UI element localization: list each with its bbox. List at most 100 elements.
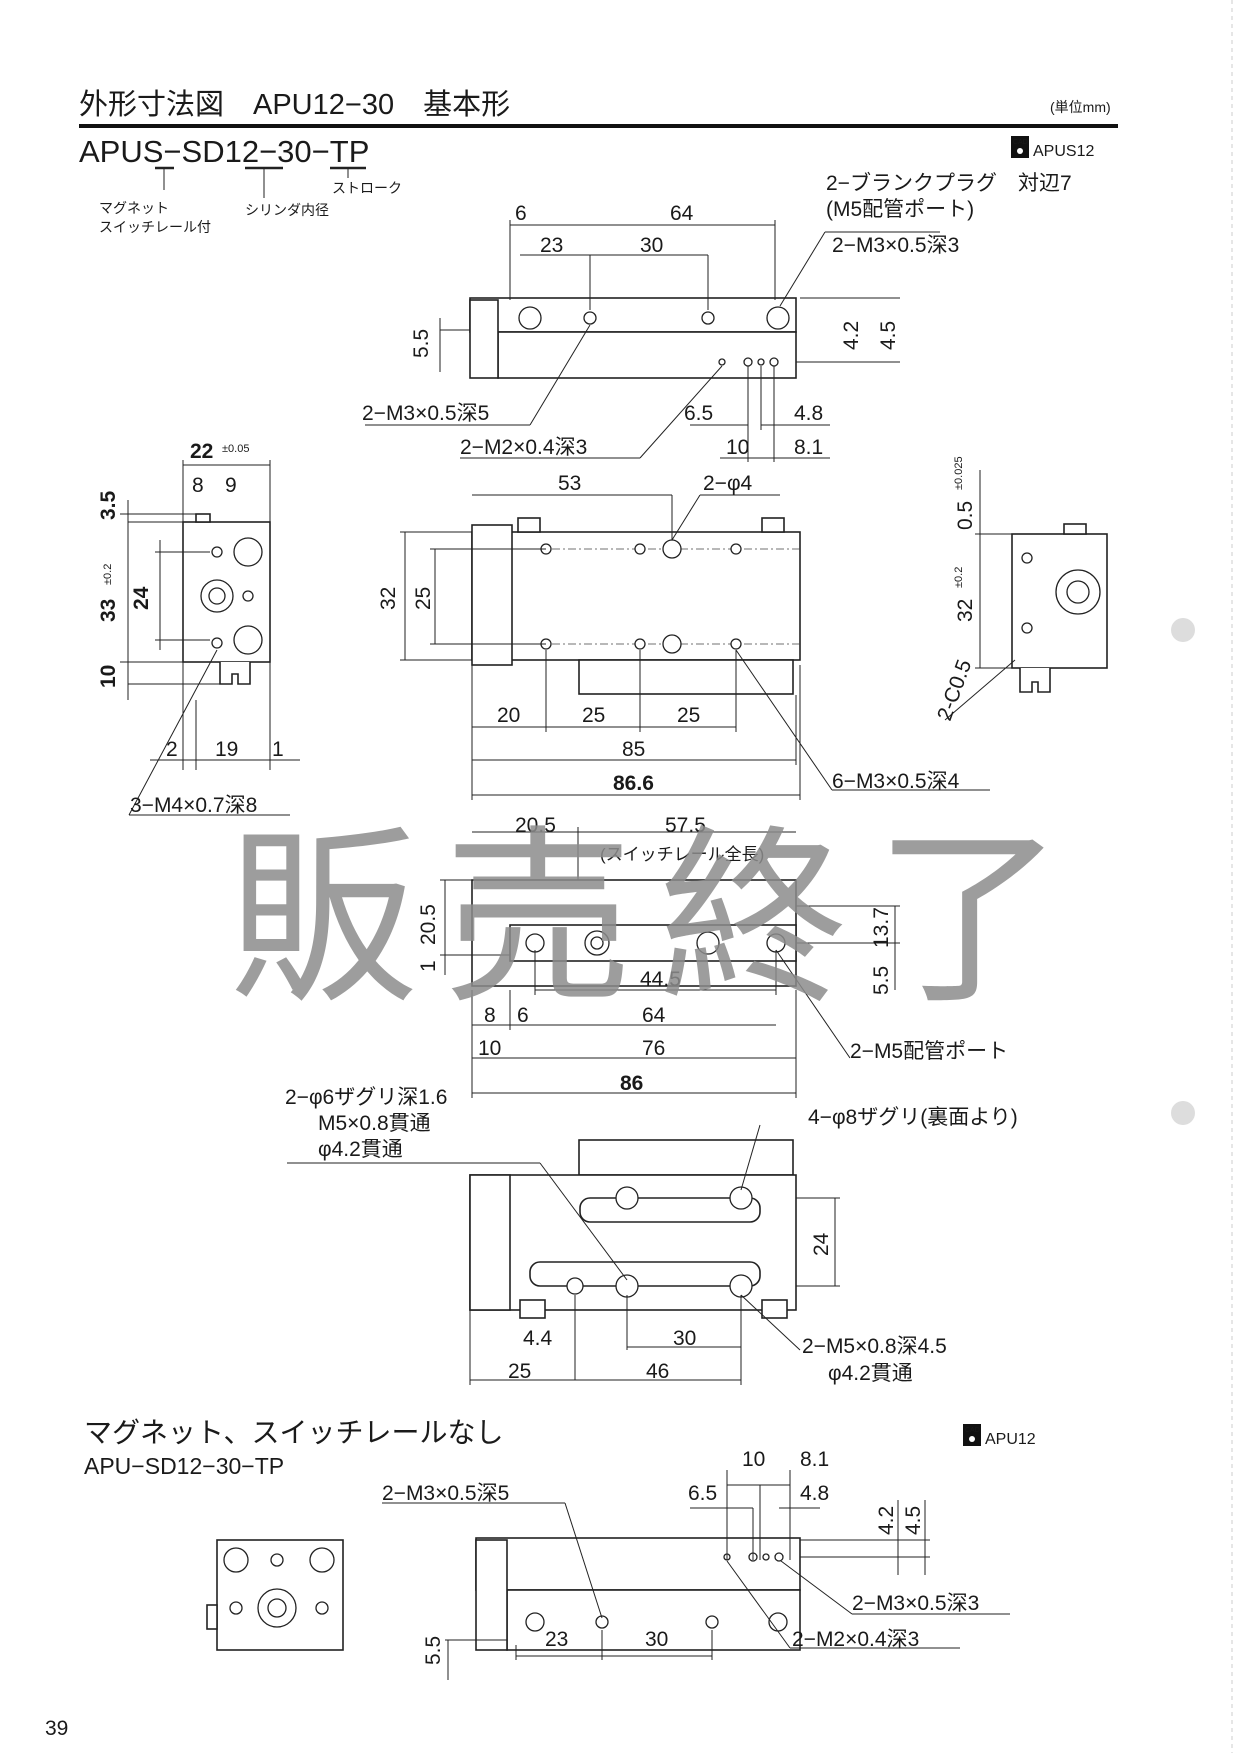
cad-label: APUS12 xyxy=(1033,143,1094,160)
legend-bore: シリンダ内径 xyxy=(245,202,329,218)
right-end-view: 0.5 ±0.025 32 ±0.2 2-C0.5 xyxy=(933,456,1108,724)
dim-33: 33 xyxy=(97,599,120,622)
dim-20-5: 20.5 xyxy=(515,814,556,837)
dim-8-1: 8.1 xyxy=(794,436,823,459)
dim-86-6: 86.6 xyxy=(613,772,654,795)
dim-53: 53 xyxy=(558,472,581,495)
dim-44-5: 44.5 xyxy=(640,968,681,991)
dim-2: 2 xyxy=(166,738,178,761)
dim-25: 25 xyxy=(412,587,435,610)
dim-4-5: 4.5 xyxy=(877,321,900,350)
dim-32: 32 xyxy=(954,599,977,622)
dim-8: 8 xyxy=(484,1004,496,1027)
chamfer-label: 2-C0.5 xyxy=(933,657,976,724)
tap-m2-depth3: 2−M2×0.4深3 xyxy=(792,1628,919,1651)
dim-57-5: 57.5 xyxy=(665,814,706,837)
dim-13-7: 13.7 xyxy=(870,907,893,948)
thru-phi4-2-label: φ4.2貫通 xyxy=(318,1138,403,1161)
dim-24: 24 xyxy=(130,586,153,610)
dim-10: 10 xyxy=(726,436,749,459)
dim-19: 19 xyxy=(215,738,238,761)
dim-30: 30 xyxy=(673,1327,696,1350)
dim-23: 23 xyxy=(540,234,563,257)
m5-port-label: 2−M5配管ポート xyxy=(850,1040,1008,1063)
section-model-code: APU−SD12−30−TP xyxy=(84,1453,284,1479)
dim-5-5: 5.5 xyxy=(422,1636,445,1665)
dim-23: 23 xyxy=(545,1628,568,1651)
dim-6-5: 6.5 xyxy=(684,402,713,425)
svg-text:CAD: CAD xyxy=(1013,139,1028,146)
dim-8: 8 xyxy=(192,474,204,497)
title-rule xyxy=(79,124,1118,128)
header: 外形寸法図 APU12−30 基本形 (単位mm) APUS−SD12−30−T… xyxy=(79,88,1118,235)
tol-0-05: ±0.05 xyxy=(222,443,249,455)
dim-85: 85 xyxy=(622,738,645,761)
dim-1: 1 xyxy=(272,738,284,761)
dim-6: 6 xyxy=(517,1004,529,1027)
dim-46: 46 xyxy=(646,1360,669,1383)
counterbore-phi8-label: 4−φ8ザグリ(裏面より) xyxy=(808,1106,1018,1129)
tap-m3-depth3: 2−M3×0.5深3 xyxy=(852,1592,979,1615)
punch-hole xyxy=(1171,1101,1195,1125)
m5-port-label: (M5配管ポート) xyxy=(826,198,974,221)
dim-4-2: 4.2 xyxy=(875,1506,898,1535)
dim-10: 10 xyxy=(97,665,120,688)
dim-76: 76 xyxy=(642,1037,665,1060)
dim-25: 25 xyxy=(677,704,700,727)
rail-view: 20.5 57.5 (スイッチレール全長) 20.5 1 13.7 5.5 44… xyxy=(417,814,1008,1098)
tap-m3-depth4: 6−M3×0.5深4 xyxy=(832,770,960,793)
bottom-view: 2−φ6ザグリ深1.6 M5×0.8貫通 φ4.2貫通 4−φ8ザグリ(裏面より… xyxy=(285,1086,1018,1385)
dim-5-5: 5.5 xyxy=(410,329,433,358)
dim-24: 24 xyxy=(810,1232,833,1256)
dim-30: 30 xyxy=(645,1628,668,1651)
dim-25: 25 xyxy=(582,704,605,727)
top-view: 53 2−φ4 32 25 20 25 25 85 86.6 6−M3×0.5深… xyxy=(377,472,990,800)
dim-22: 22 xyxy=(190,440,213,463)
legend-magnet: マグネット xyxy=(99,200,169,216)
svg-text:CAD: CAD xyxy=(965,1427,980,1434)
page-title: 外形寸法図 APU12−30 基本形 xyxy=(79,88,510,121)
dim-3-5: 3.5 xyxy=(97,490,120,520)
tol-0-025: ±0.025 xyxy=(953,456,965,490)
tap-m3-depth5: 2−M3×0.5深5 xyxy=(362,402,489,425)
tol-0-2: ±0.2 xyxy=(953,567,965,588)
dim-5-5: 5.5 xyxy=(870,966,893,995)
switch-rail-length-note: (スイッチレール全長) xyxy=(600,845,764,864)
dim-20-5: 20.5 xyxy=(417,904,440,945)
dim-30: 30 xyxy=(640,234,663,257)
dim-64: 64 xyxy=(642,1004,666,1027)
dim-1: 1 xyxy=(417,960,440,972)
dim-64: 64 xyxy=(670,202,694,225)
dim-4-5: 4.5 xyxy=(902,1506,925,1535)
legend-stroke: ストローク xyxy=(332,180,402,196)
legend-switch-rail: スイッチレール付 xyxy=(99,219,211,235)
dim-20: 20 xyxy=(497,704,520,727)
model-code: APUS−SD12−30−TP xyxy=(79,134,369,169)
dim-6: 6 xyxy=(515,202,527,225)
dim-6-5: 6.5 xyxy=(688,1482,717,1505)
dim-10: 10 xyxy=(742,1448,765,1471)
dim-4-4: 4.4 xyxy=(523,1327,553,1350)
dim-10: 10 xyxy=(478,1037,501,1060)
dim-4-8: 4.8 xyxy=(800,1482,829,1505)
dim-0-5: 0.5 xyxy=(954,501,977,530)
dim-32: 32 xyxy=(377,587,400,610)
unit-note: (単位mm) xyxy=(1050,99,1111,115)
dim-86: 86 xyxy=(620,1072,643,1095)
punch-hole xyxy=(1171,618,1195,642)
thru-m5-label: M5×0.8貫通 xyxy=(318,1112,431,1135)
tap-m4-depth8: 3−M4×0.7深8 xyxy=(130,794,257,817)
dim-9: 9 xyxy=(225,474,237,497)
tap-m5-depth4-5: 2−M5×0.8深4.5 xyxy=(802,1335,947,1358)
no-magnet-section: マグネット、スイッチレールなし APU−SD12−30−TP CAD APU12 xyxy=(84,1417,1036,1680)
hole-phi4-label: 2−φ4 xyxy=(703,472,753,495)
blank-plug-label: 2−ブランクプラグ 対辺7 xyxy=(826,172,1072,195)
cad-icon: CAD xyxy=(1011,136,1029,158)
thru-phi4-2-label: φ4.2貫通 xyxy=(828,1362,913,1385)
left-end-view: 22 ±0.05 8 9 3.5 33 ±0.2 24 10 2 19 1 3−… xyxy=(97,440,300,817)
cad-label: APU12 xyxy=(985,1431,1036,1448)
dim-4-2: 4.2 xyxy=(840,321,863,350)
section-title: マグネット、スイッチレールなし xyxy=(84,1417,503,1448)
counterbore-phi6-label: 2−φ6ザグリ深1.6 xyxy=(285,1086,447,1109)
